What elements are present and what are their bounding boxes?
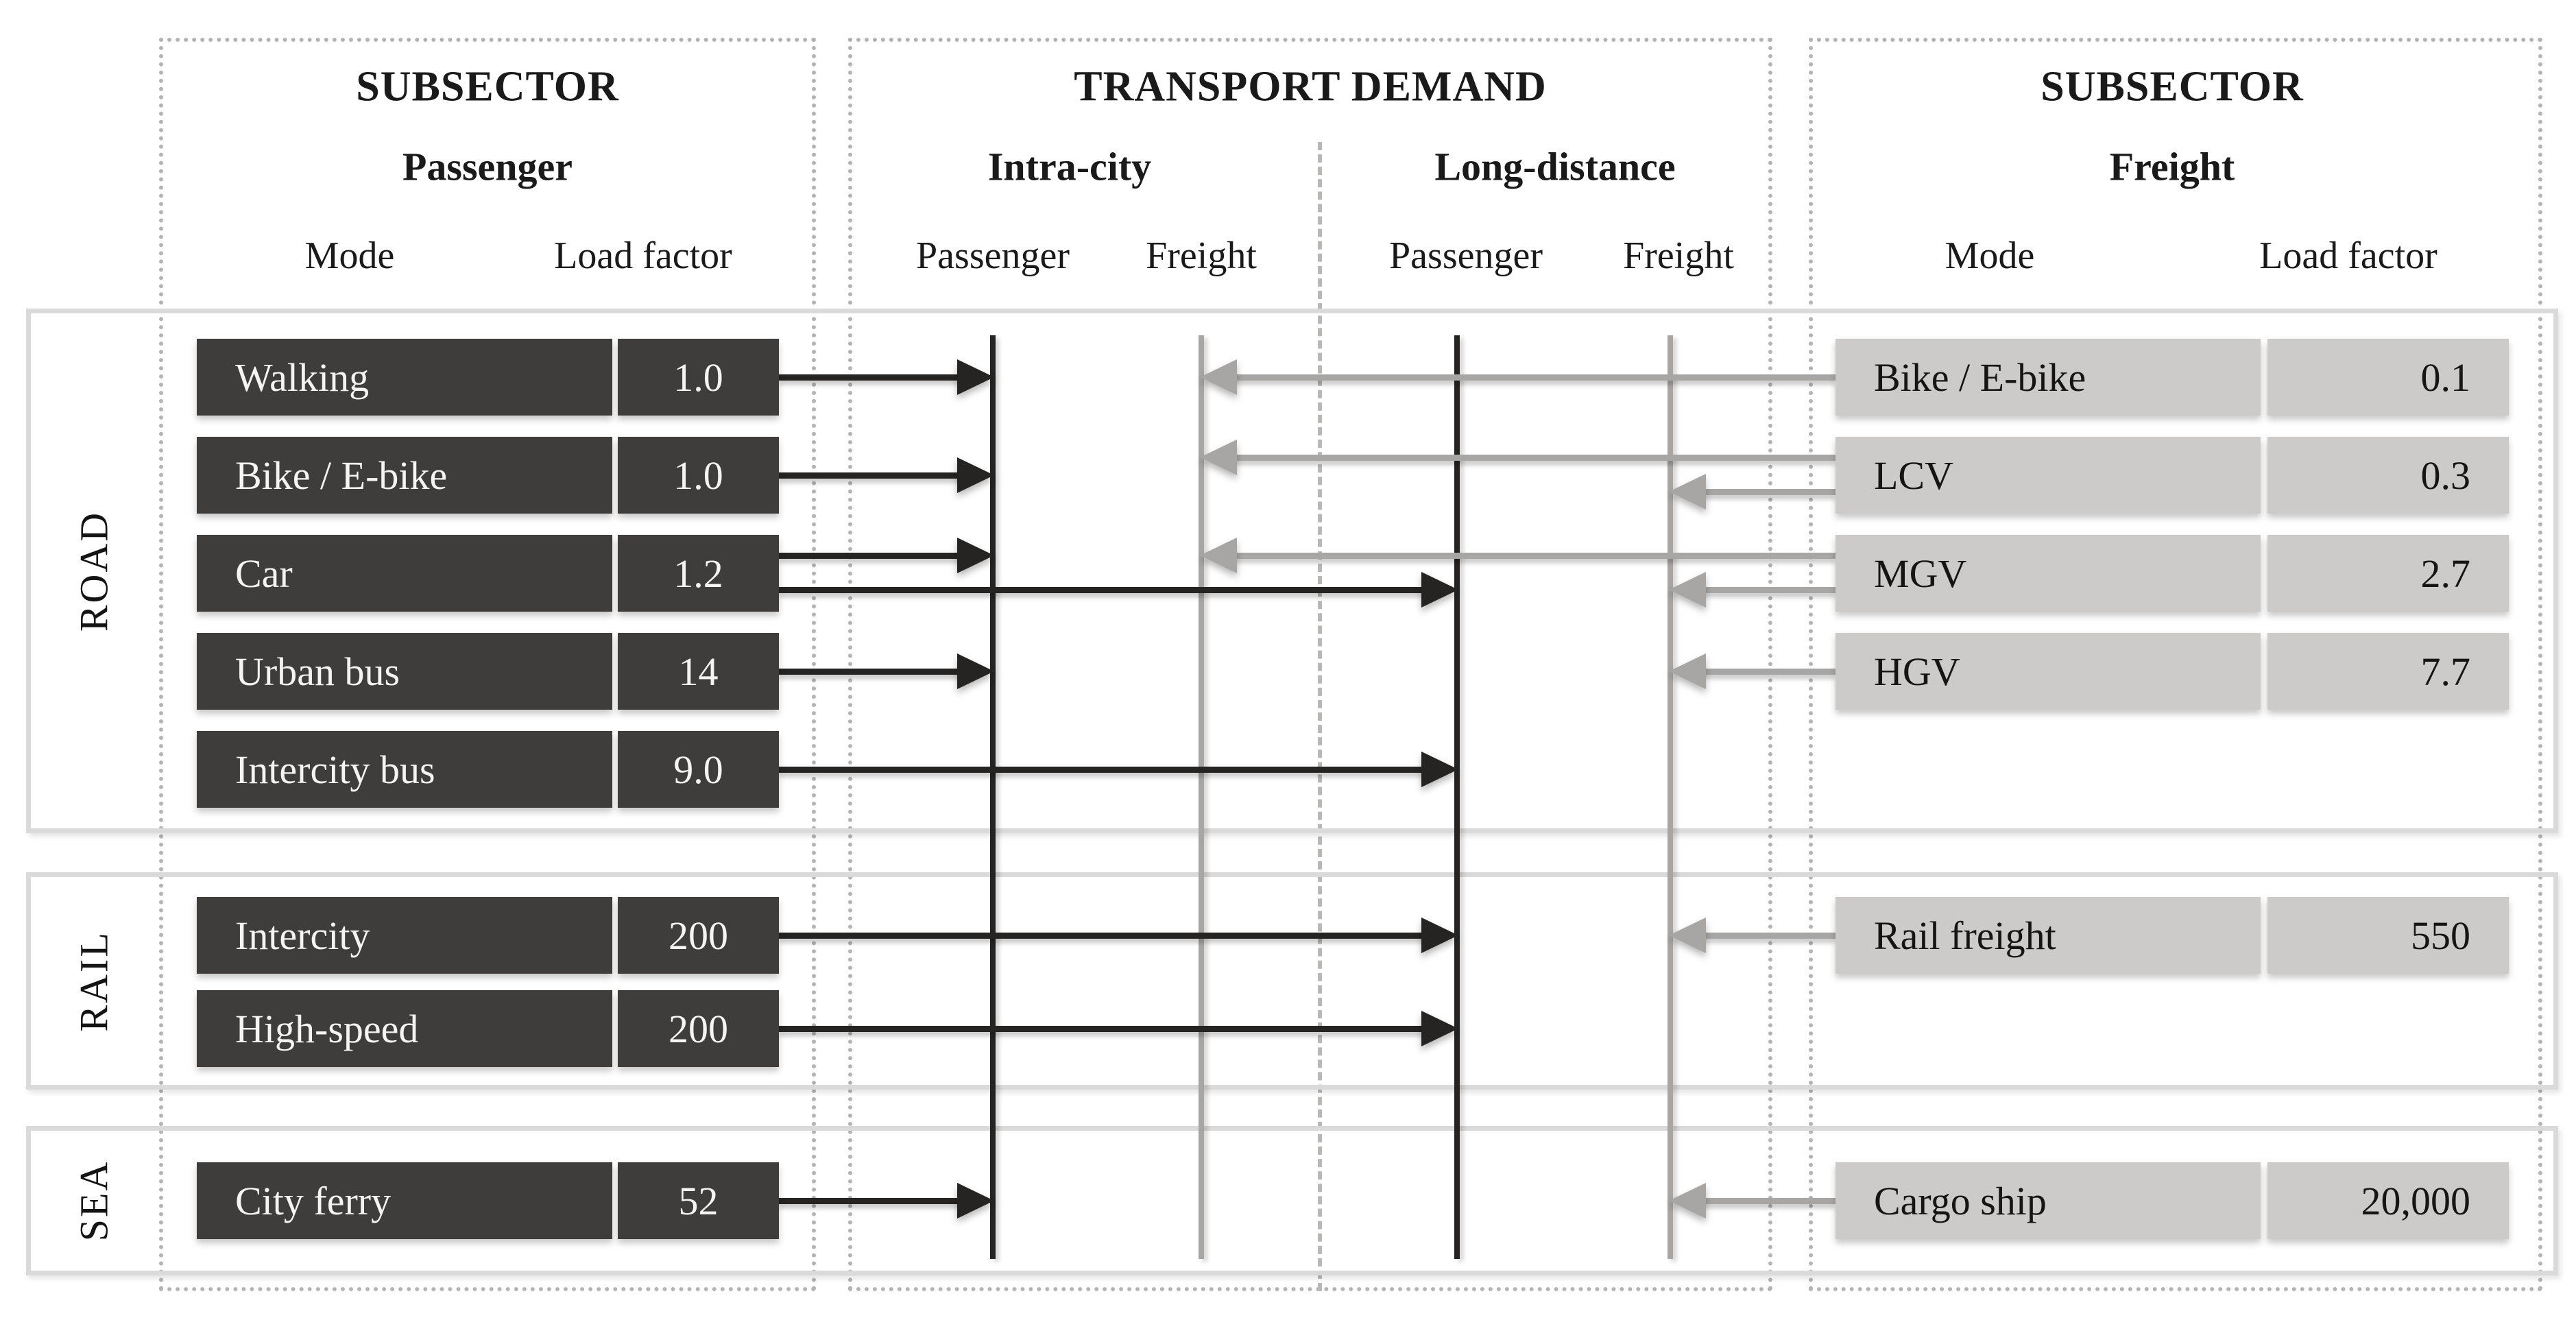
right-load-factor-column-header: Load factor bbox=[2259, 235, 2437, 277]
freight-demand-arrow-shaft bbox=[1233, 553, 1835, 559]
demand-line-long-passenger bbox=[1454, 335, 1460, 1259]
freight-demand-arrow-shaft bbox=[1702, 669, 1835, 675]
panel-subsector-freight bbox=[1809, 38, 2542, 1291]
long-freight-column-header: Freight bbox=[1623, 235, 1734, 277]
passenger-load-factor-box: 52 bbox=[618, 1162, 779, 1239]
passenger-load-factor-box: 9.0 bbox=[618, 731, 779, 808]
passenger-load-factor-box: 1.0 bbox=[618, 437, 779, 514]
freight-mode-box: Cargo ship bbox=[1835, 1162, 2261, 1239]
freight-load-factor-box: 0.3 bbox=[2267, 437, 2509, 514]
freight-demand-arrowhead bbox=[1669, 1183, 1706, 1219]
freight-load-factor-box: 550 bbox=[2267, 897, 2509, 974]
passenger-mode-box: High-speed bbox=[197, 990, 612, 1067]
sector-label-road: ROAD bbox=[71, 510, 117, 632]
passenger-mode-box: Car bbox=[197, 535, 612, 612]
freight-mode-box: Bike / E-bike bbox=[1835, 339, 2261, 416]
panel-transport-demand bbox=[848, 38, 1772, 1291]
passenger-demand-arrow-shaft bbox=[779, 933, 1427, 939]
left-load-factor-column-header: Load factor bbox=[554, 235, 732, 277]
freight-mode-box: LCV bbox=[1835, 437, 2261, 514]
freight-demand-arrowhead bbox=[1669, 653, 1706, 689]
freight-demand-arrowhead bbox=[1200, 440, 1237, 475]
passenger-demand-arrowhead bbox=[957, 359, 994, 395]
right-panel-subtitle: Freight bbox=[2109, 144, 2235, 189]
passenger-demand-arrow-shaft bbox=[779, 587, 1427, 593]
freight-demand-arrowhead bbox=[1200, 538, 1237, 573]
freight-demand-arrowhead bbox=[1669, 572, 1706, 608]
passenger-demand-arrowhead bbox=[1421, 752, 1458, 787]
passenger-mode-box: Walking bbox=[197, 339, 612, 416]
right-panel-title: SUBSECTOR bbox=[2041, 63, 2304, 110]
freight-demand-arrowhead bbox=[1669, 474, 1706, 509]
sector-band-rail bbox=[26, 872, 2558, 1090]
passenger-demand-arrow-shaft bbox=[779, 553, 963, 559]
passenger-load-factor-box: 200 bbox=[618, 990, 779, 1067]
freight-demand-arrowhead bbox=[1669, 917, 1706, 953]
freight-load-factor-box: 7.7 bbox=[2267, 633, 2509, 710]
freight-demand-arrow-shaft bbox=[1702, 1198, 1835, 1204]
passenger-demand-arrow-shaft bbox=[779, 1026, 1427, 1032]
passenger-mode-box: Urban bus bbox=[197, 633, 612, 710]
freight-mode-box: HGV bbox=[1835, 633, 2261, 710]
intra-freight-column-header: Freight bbox=[1146, 235, 1257, 277]
passenger-demand-arrowhead bbox=[957, 653, 994, 689]
freight-demand-arrowhead bbox=[1200, 359, 1237, 395]
passenger-demand-arrowhead bbox=[1421, 917, 1458, 953]
long-passenger-column-header: Passenger bbox=[1389, 235, 1543, 277]
passenger-load-factor-box: 14 bbox=[618, 633, 779, 710]
sector-band-road bbox=[26, 309, 2558, 833]
passenger-mode-box: Intercity bus bbox=[197, 731, 612, 808]
passenger-demand-arrow-shaft bbox=[779, 374, 963, 381]
passenger-mode-box: Intercity bbox=[197, 897, 612, 974]
passenger-demand-arrowhead bbox=[1421, 572, 1458, 608]
passenger-demand-arrowhead bbox=[957, 457, 994, 493]
passenger-load-factor-box: 1.0 bbox=[618, 339, 779, 416]
freight-demand-arrow-shaft bbox=[1233, 455, 1835, 461]
passenger-demand-arrow-shaft bbox=[779, 1198, 963, 1204]
intra-long-divider bbox=[1318, 142, 1322, 1291]
passenger-mode-box: Bike / E-bike bbox=[197, 437, 612, 514]
freight-demand-arrow-shaft bbox=[1702, 489, 1835, 495]
freight-load-factor-box: 0.1 bbox=[2267, 339, 2509, 416]
demand-line-intra-freight bbox=[1199, 335, 1204, 1259]
intra-city-group-header: Intra-city bbox=[987, 144, 1152, 189]
freight-mode-box: Rail freight bbox=[1835, 897, 2261, 974]
passenger-demand-arrowhead bbox=[957, 538, 994, 573]
left-panel-subtitle: Passenger bbox=[402, 144, 573, 189]
sector-label-rail: RAIL bbox=[71, 930, 117, 1032]
demand-line-long-freight bbox=[1668, 335, 1673, 1259]
panel-subsector-passenger bbox=[159, 38, 816, 1291]
freight-demand-arrow-shaft bbox=[1702, 933, 1835, 939]
sector-band-sea bbox=[26, 1126, 2558, 1275]
passenger-demand-arrow-shaft bbox=[779, 767, 1427, 773]
freight-demand-arrow-shaft bbox=[1702, 587, 1835, 593]
right-mode-column-header: Mode bbox=[1945, 235, 2035, 277]
left-mode-column-header: Mode bbox=[304, 235, 395, 277]
demand-line-intra-passenger bbox=[990, 335, 996, 1259]
passenger-demand-arrowhead bbox=[957, 1183, 994, 1219]
intra-passenger-column-header: Passenger bbox=[916, 235, 1070, 277]
passenger-demand-arrowhead bbox=[1421, 1011, 1458, 1046]
long-distance-group-header: Long-distance bbox=[1434, 144, 1676, 189]
freight-demand-arrow-shaft bbox=[1233, 374, 1835, 381]
freight-mode-box: MGV bbox=[1835, 535, 2261, 612]
sector-label-sea: SEA bbox=[71, 1160, 117, 1242]
freight-load-factor-box: 2.7 bbox=[2267, 535, 2509, 612]
passenger-load-factor-box: 1.2 bbox=[618, 535, 779, 612]
passenger-load-factor-box: 200 bbox=[618, 897, 779, 974]
passenger-mode-box: City ferry bbox=[197, 1162, 612, 1239]
demand-panel-title: TRANSPORT DEMAND bbox=[1074, 63, 1547, 110]
left-panel-title: SUBSECTOR bbox=[356, 63, 619, 110]
passenger-demand-arrow-shaft bbox=[779, 472, 963, 479]
freight-load-factor-box: 20,000 bbox=[2267, 1162, 2509, 1239]
passenger-demand-arrow-shaft bbox=[779, 669, 963, 675]
